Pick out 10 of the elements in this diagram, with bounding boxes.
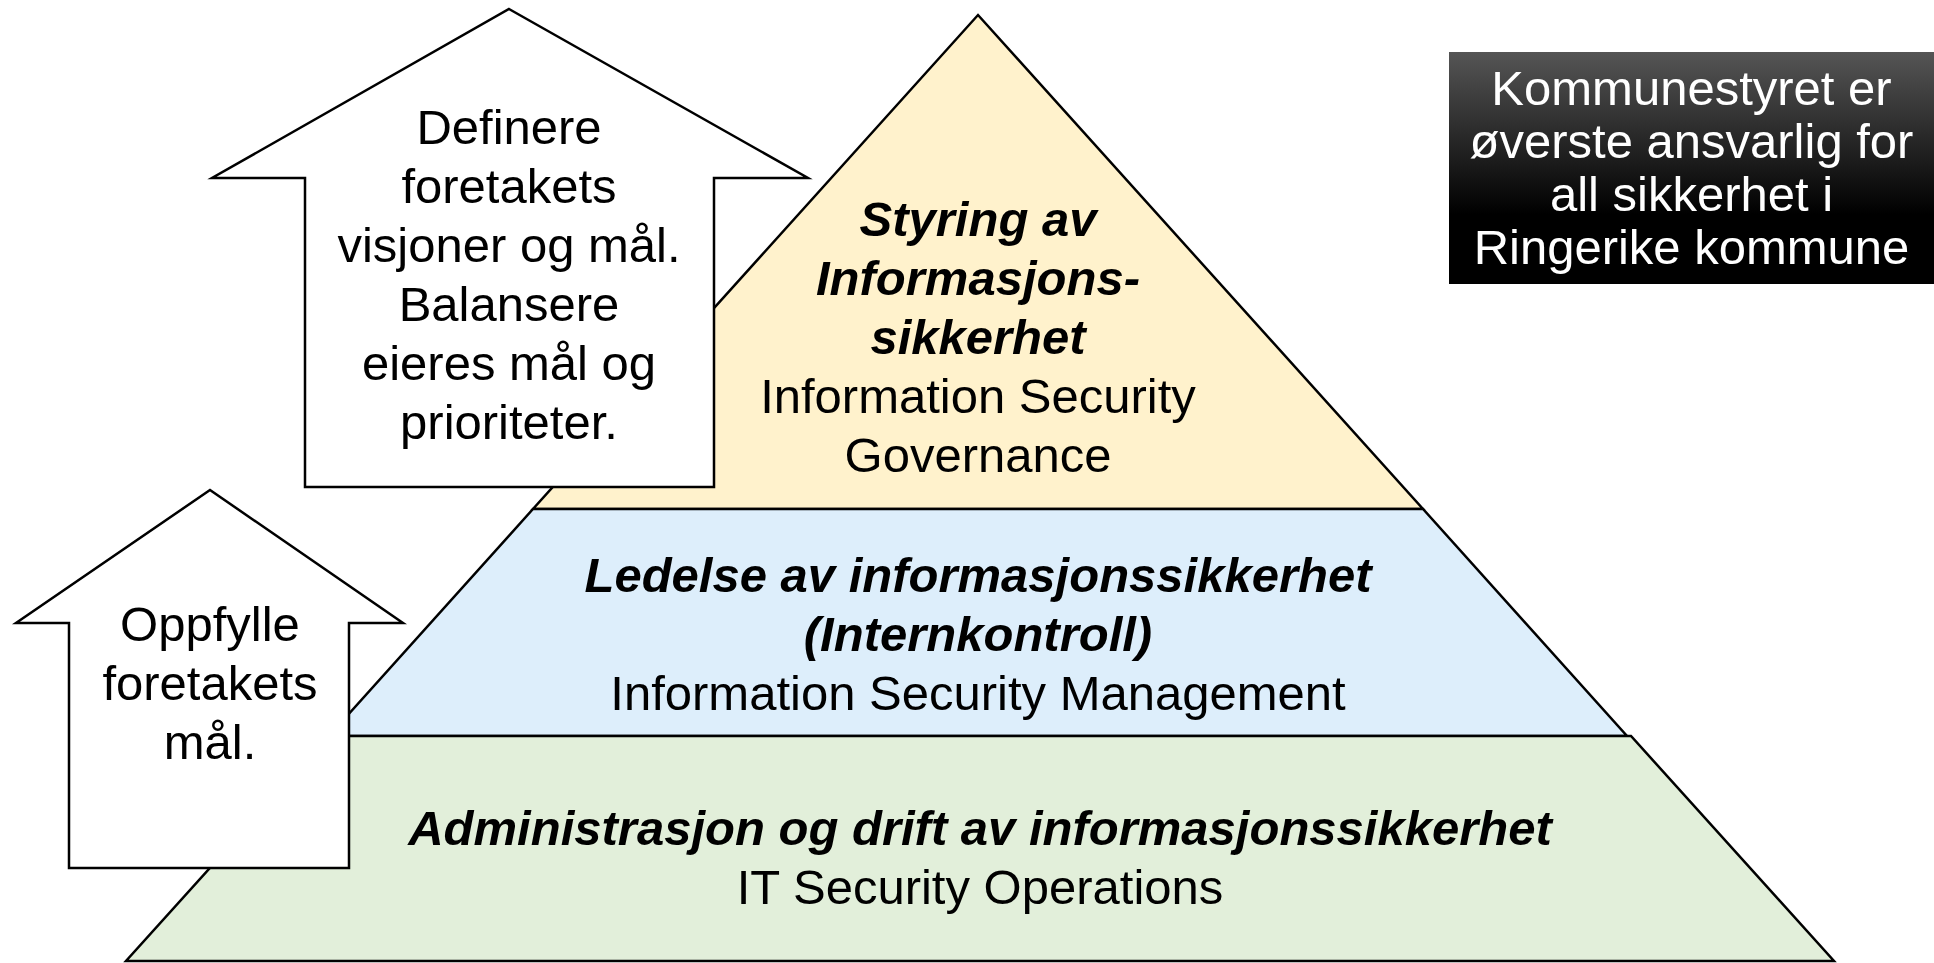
note-box <box>1449 52 1934 284</box>
arrow-text: Oppfylle foretakets mål. <box>101 596 319 771</box>
tier-heading: Styring av Informasjons- sikkerhet <box>815 191 1141 366</box>
tier-heading: Administrasjon og drift av informasjonssikkerhet <box>406 800 1555 857</box>
tier-heading: Ledelse av informasjonssikkerhet (Internkontroll) <box>583 547 1375 663</box>
note-text: Kommunestyret er øverste ansvarlig for all sikkerhet i Ringerike kommune <box>1468 62 1915 274</box>
tier-subtitle: Information Security Governance <box>759 368 1197 484</box>
arrow-text: Definere foretakets visjoner og mål. Balansere eieres mål og prioriteter. <box>336 99 682 451</box>
tier-subtitle: IT Security Operations <box>735 859 1225 916</box>
tier-subtitle: Information Security Management <box>609 665 1347 722</box>
